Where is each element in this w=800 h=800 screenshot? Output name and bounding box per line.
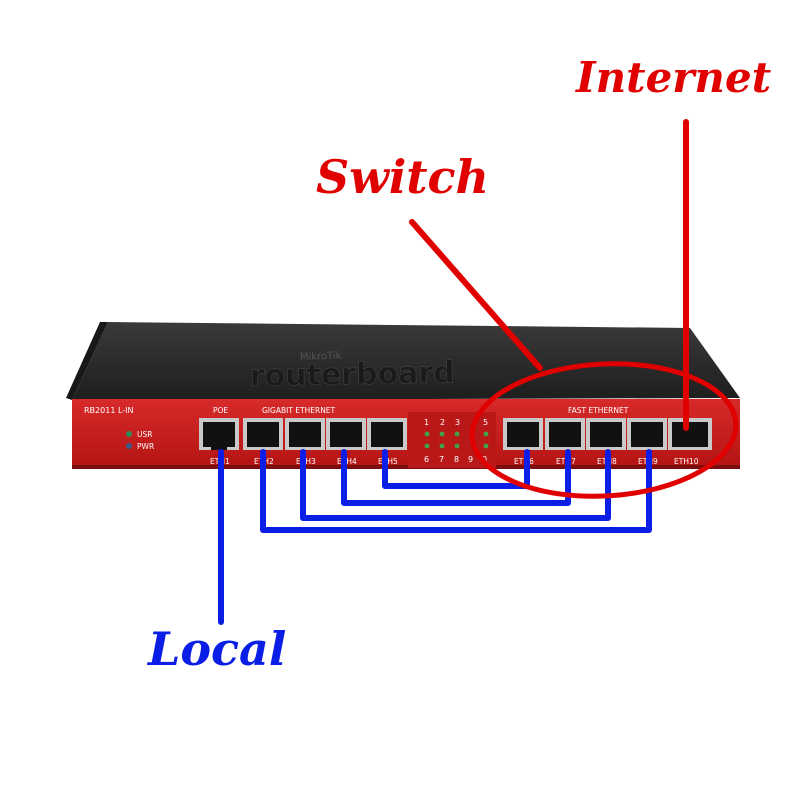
router: MikroTik routerboard RB2011 L-IN USR PWR… (66, 322, 740, 469)
port-led-icon (483, 443, 489, 449)
switch-label: Switch (316, 150, 489, 204)
led-number: 9 (468, 455, 473, 464)
poe-group-label: POE (213, 406, 228, 415)
local-annotation: Local (146, 622, 286, 676)
port-led-icon (483, 431, 489, 437)
usr-led-label: USR (137, 430, 152, 439)
cable-eth3-eth8 (300, 449, 611, 521)
pwr-led-icon (126, 443, 132, 449)
internet-annotation: Internet (575, 53, 771, 431)
internet-label: Internet (575, 53, 771, 102)
router-bottom-edge (72, 465, 740, 469)
pwr-led-label: PWR (137, 442, 154, 451)
port-eth7[interactable]: ETH7 (545, 418, 585, 466)
port-led-icon (439, 431, 445, 437)
router-top (72, 322, 740, 400)
cable-eth4-eth7 (341, 449, 571, 506)
led-number: 6 (424, 455, 429, 464)
port-eth3[interactable]: ETH3 (285, 418, 325, 466)
led-number: 5 (483, 418, 488, 427)
switch-highlight-ellipse (469, 361, 739, 499)
brand-logo: routerboard (250, 355, 455, 394)
gigabit-group-label: GIGABIT ETHERNET (262, 406, 336, 415)
port-led-icon (454, 431, 460, 437)
model-label: RB2011 L-IN (84, 406, 134, 415)
port-led-matrix: 1 2 3 5 6 7 8 9 0 (408, 412, 496, 468)
brand-small: MikroTik (300, 351, 342, 363)
status-leds: USR PWR (126, 430, 154, 451)
local-cables (218, 449, 652, 625)
port-eth6[interactable]: ETH6 (503, 418, 543, 466)
cable-eth5-eth6 (382, 449, 530, 489)
port-eth10[interactable]: ETH10 (668, 418, 712, 466)
led-number: 3 (455, 418, 460, 427)
fast-group-label: FAST ETHERNET (568, 406, 629, 415)
port-eth5[interactable]: ETH5 (367, 418, 407, 466)
port-label: ETH6 (514, 457, 534, 466)
led-number: 8 (454, 455, 459, 464)
port-led-icon (424, 431, 430, 437)
local-label: Local (146, 622, 286, 676)
ports: ETH1 ETH2 ETH3 ETH4 ETH5 (199, 418, 712, 466)
port-led-icon (424, 443, 430, 449)
usr-led-icon (126, 431, 132, 437)
switch-pointer-line (409, 219, 543, 371)
led-number: 7 (439, 455, 444, 464)
port-led-icon (439, 443, 445, 449)
port-label: ETH10 (674, 457, 699, 466)
led-number: 1 (424, 418, 429, 427)
router-side-shadow (66, 322, 108, 400)
led-number: 2 (440, 418, 445, 427)
switch-annotation: Switch (316, 150, 739, 499)
port-led-icon (454, 443, 460, 449)
